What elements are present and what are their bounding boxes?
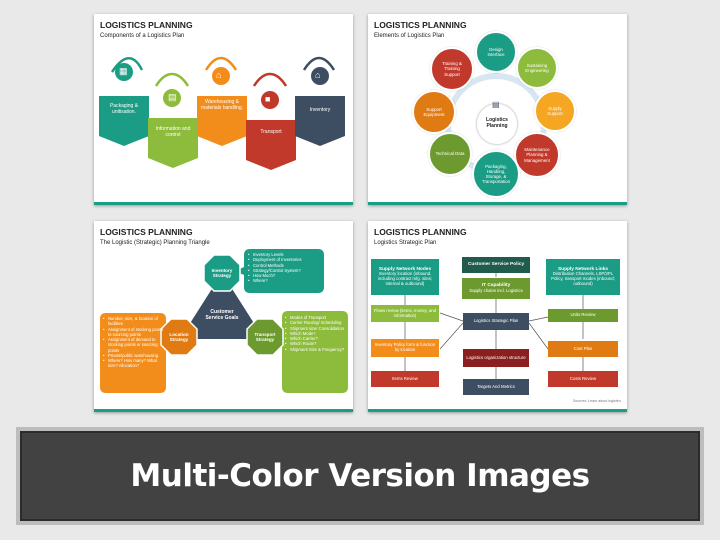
element-node: Maintenance Planning & Management xyxy=(514,132,560,178)
component-label: Information and control xyxy=(155,126,191,138)
org-structure-box: Logistics organization structure xyxy=(463,349,529,367)
element-node: Training & Training Support xyxy=(430,47,474,91)
element-node: Sustaining Engineering xyxy=(516,47,558,89)
element-node: Packaging, Handling, Storage, & Transpor… xyxy=(472,150,520,198)
slide-subtitle: Elements of Logistics Plan xyxy=(374,33,445,39)
targets-box: Targets And Metrics xyxy=(463,379,529,395)
warehouse-icon: ⌂ xyxy=(216,70,222,80)
slide-triangle[interactable]: LOGISTICS PLANNING The Logistic (Strateg… xyxy=(94,221,353,412)
slide-components[interactable]: LOGISTICS PLANNING Components of a Logis… xyxy=(94,14,353,205)
component-label: Warehousing & materials handling. xyxy=(201,99,243,111)
element-node: Technical Data xyxy=(428,132,472,176)
element-node: Design Interface xyxy=(475,31,517,73)
location-strategy-label: Location Strategy xyxy=(169,332,189,342)
center-node: Logistics Planning xyxy=(476,103,518,145)
component-label: Transport xyxy=(260,129,282,135)
slide-title: LOGISTICS PLANNING xyxy=(374,20,467,30)
units-review-box: Units Review xyxy=(548,309,618,322)
slide-title: LOGISTICS PLANNING xyxy=(100,227,193,237)
transport-bullets: Modes of Transport Carrier Routing/ Sche… xyxy=(285,315,347,352)
items-review-box: Items Review xyxy=(371,371,439,387)
location-bullets: Number, size, & location of facilities A… xyxy=(103,316,165,369)
title-banner: Multi-Color Version Images xyxy=(20,431,700,521)
inventory-strategy-label: Inventory Strategy xyxy=(211,268,233,278)
strategic-plan-box: Logistics Strategic Plan xyxy=(463,313,529,330)
truck-icon: ■ xyxy=(265,94,271,104)
plan-connectors xyxy=(404,269,584,379)
source-note: Sources: Learn about logistics xyxy=(572,399,621,403)
supply-network-links-box: Supply Network Links Distribution Channe… xyxy=(546,259,620,295)
center-label: Logistics Planning xyxy=(486,117,508,129)
slide-title: LOGISTICS PLANNING xyxy=(100,20,193,30)
document-icon: ▤ xyxy=(492,100,500,109)
component-label: Packaging & unitisation. xyxy=(109,103,139,115)
customer-service-box: Customer Service Policy xyxy=(462,257,530,273)
slide-subtitle: The Logistic (Strategic) Planning Triang… xyxy=(100,240,210,246)
inventory-policy-box: Inventory Policy form & function by loca… xyxy=(371,339,439,357)
component-label: Inventory xyxy=(309,107,331,113)
supply-network-nodes-box: Supply Network Nodes Inventory location … xyxy=(371,259,439,295)
slide-subtitle: Components of a Logistics Plan xyxy=(100,33,185,39)
inventory-bullets: Inventory Levels Deployment of Inventori… xyxy=(248,252,322,284)
boxes-icon: ▦ xyxy=(119,66,128,76)
slide-title: LOGISTICS PLANNING xyxy=(374,227,467,237)
slide-subtitle: Logistics Strategic Plan xyxy=(374,240,437,246)
element-node: Support Equipment xyxy=(412,90,456,134)
transport-strategy-label: Transport Strategy xyxy=(254,332,276,342)
flows-review-box: Flows review (items, money, and informat… xyxy=(371,305,439,322)
triangle-center-label: Customer Service Goals xyxy=(205,309,239,321)
costs-review-box: Costs Review xyxy=(548,371,618,387)
inventory-icon: ⌂ xyxy=(315,70,321,80)
cost-plan-box: Cost Plan xyxy=(548,341,618,357)
slide-elements[interactable]: LOGISTICS PLANNING Elements of Logistics… xyxy=(368,14,627,205)
element-node: Supply Support xyxy=(534,90,576,132)
clipboard-icon: ▤ xyxy=(168,92,177,102)
banner-text: Multi-Color Version Images xyxy=(130,458,590,494)
slide-strategic-plan[interactable]: LOGISTICS PLANNING Logistics Strategic P… xyxy=(368,221,627,412)
components-ribbons xyxy=(99,56,345,170)
it-capability-box: IT Capability Supply chains incl. Logist… xyxy=(462,278,530,299)
